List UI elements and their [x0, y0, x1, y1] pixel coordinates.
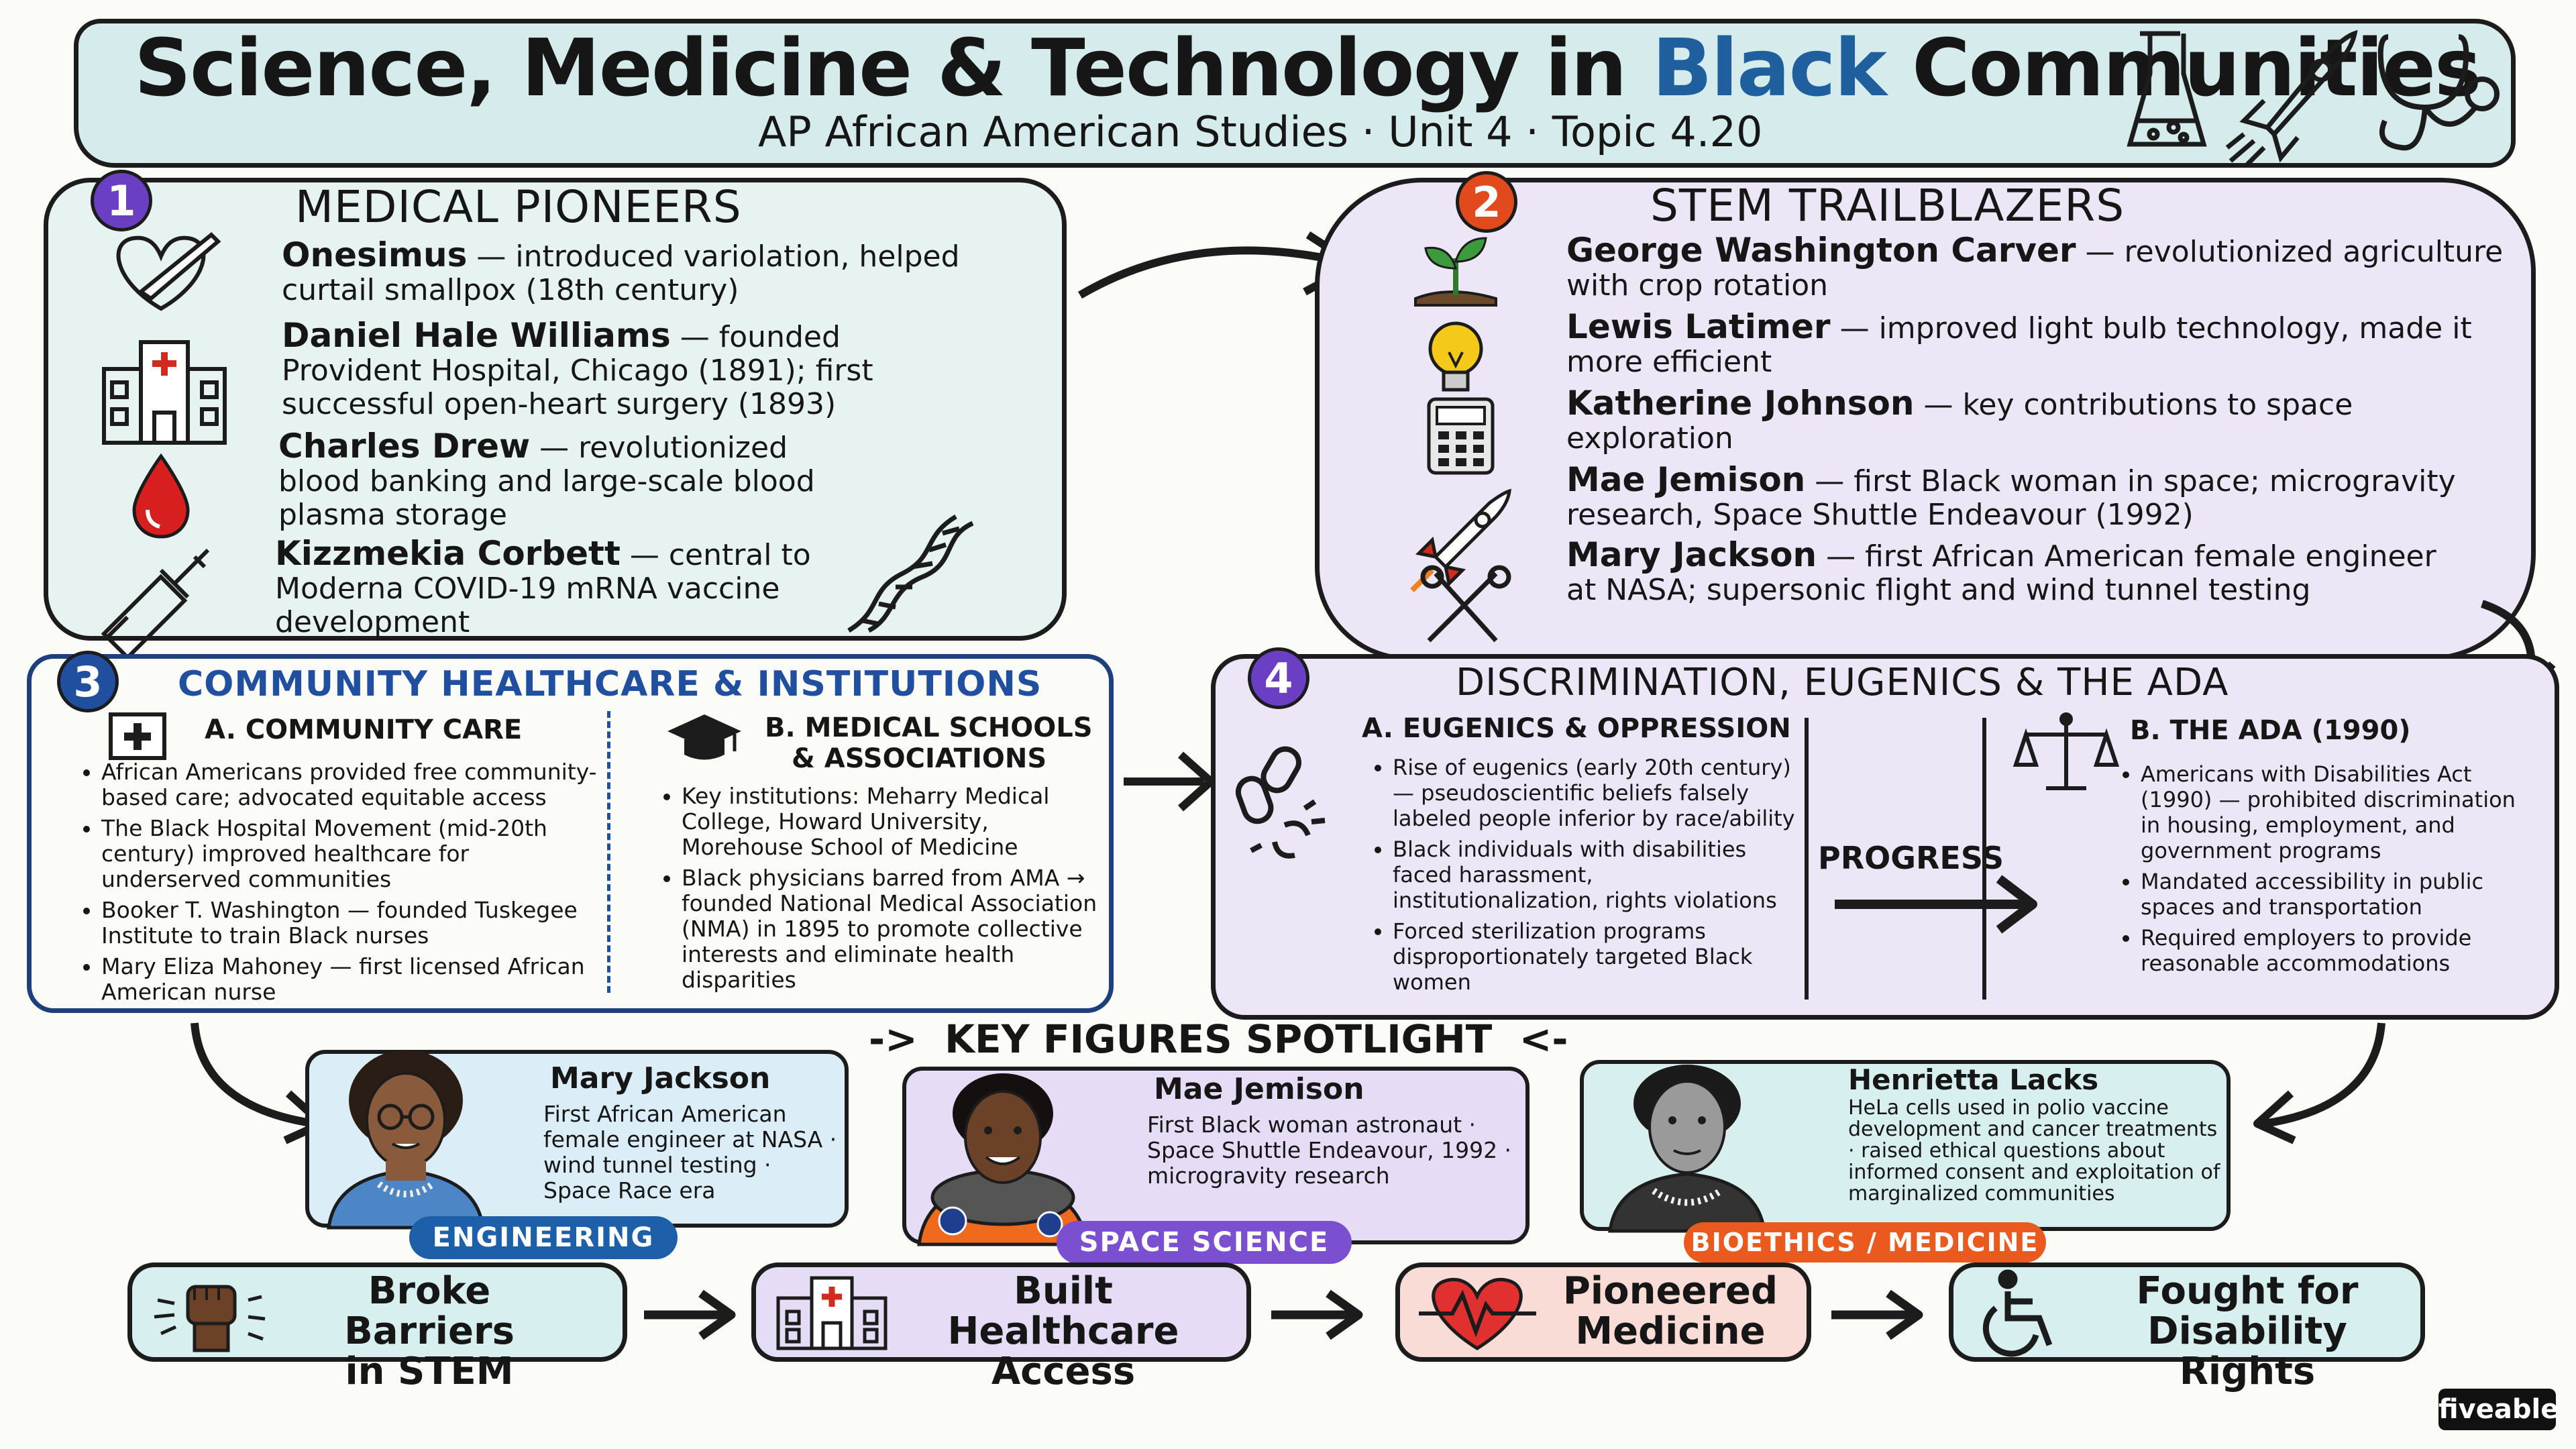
list-item: Required employers to provide reasonable…: [2141, 925, 2532, 976]
hospital-icon: [776, 1276, 888, 1350]
broken-chain-icon: [1235, 746, 1326, 859]
spotlight-title: -> KEY FIGURES SPOTLIGHT <-: [869, 1016, 1568, 1062]
dna-icon: [847, 514, 974, 633]
scales-icon: [2012, 712, 2120, 790]
heart-thermometer-icon: [116, 231, 221, 311]
column-divider: [607, 711, 610, 993]
tag-engineering: ENGINEERING: [409, 1216, 678, 1259]
title-banner: [74, 19, 2516, 168]
section-title-stem-trailblazers: STEM TRAILBLAZERS: [1650, 180, 2125, 231]
section-number-1: 1: [91, 170, 152, 231]
column-divider: [1805, 718, 1809, 1000]
progress-label: PROGRESS: [1818, 840, 2004, 876]
mary-jackson-portrait: [327, 1050, 485, 1230]
entry-mary-jackson: Mary Jackson — first African American fe…: [1566, 535, 2436, 607]
spotlight-name-mae-jemison: Mae Jemison: [1154, 1072, 1364, 1106]
section-number-3: 3: [57, 651, 119, 712]
entry-george-washington-carver: George Washington Carver — revolutionize…: [1566, 231, 2504, 303]
list-item: Forced sterilization programs disproport…: [1393, 918, 1798, 995]
section1-icons: [101, 231, 227, 661]
wheelchair-icon: [1982, 1269, 2053, 1357]
section-number-2: 2: [1456, 171, 1517, 233]
community-healthcare-panel: [27, 654, 1114, 1013]
spotlight-desc-henrietta-lacks: HeLa cells used in polio vaccine develop…: [1848, 1096, 2220, 1205]
spotlight-name-henrietta-lacks: Henrietta Lacks: [1848, 1063, 2099, 1096]
page-subtitle: AP African American Studies · Unit 4 · T…: [758, 107, 1763, 156]
stethoscope-icon: [2377, 34, 2500, 151]
community-care-heading: A. COMMUNITY CARE: [205, 714, 523, 745]
spotlight-name-mary-jackson: Mary Jackson: [550, 1061, 771, 1095]
tag-bioethics-medicine: BIOETHICS / MEDICINE: [1684, 1222, 2046, 1263]
ada-list: Americans with Disabilities Act (1990) —…: [2116, 761, 2532, 981]
list-item: Black individuals with disabilities face…: [1393, 837, 1798, 913]
section-title-discrimination-ada: DISCRIMINATION, EUGENICS & THE ADA: [1456, 661, 2229, 704]
entry-katherine-johnson: Katherine Johnson — key contributions to…: [1566, 384, 2353, 455]
blood-drop-icon: [132, 453, 190, 539]
community-care-list: African Americans provided free communit…: [77, 759, 600, 1010]
section-number-4: 4: [1248, 647, 1309, 709]
ada-heading: B. THE ADA (1990): [2130, 715, 2411, 746]
list-item: Booker T. Washington — founded Tuskegee …: [101, 898, 600, 949]
list-item: Key institutions: Meharry Medical Colleg…: [682, 784, 1100, 860]
entry-onesimus: Onesimus — introduced variolation, helpe…: [282, 235, 960, 307]
sprout-icon: [1414, 237, 1497, 307]
raised-fist-icon: [154, 1285, 266, 1352]
graduation-cap-icon: [667, 714, 741, 760]
entry-kizzmekia-corbett: Kizzmekia Corbett — central to Moderna C…: [275, 534, 811, 639]
syringe-icon: [101, 548, 210, 661]
hospital-icon: [102, 340, 227, 445]
heartbeat-icon: [1419, 1277, 1536, 1350]
entry-daniel-hale-williams: Daniel Hale Williams — founded Provident…: [282, 316, 873, 421]
eugenics-list: Rise of eugenics (early 20th century) — …: [1368, 755, 1798, 1000]
list-item: African Americans provided free communit…: [101, 759, 600, 810]
arrow-to-henrietta-lacks-card: [2253, 1022, 2385, 1144]
column-divider: [1982, 718, 1986, 1000]
list-item: The Black Hospital Movement (mid-20th ce…: [101, 816, 600, 892]
medical-cross-icon: [109, 712, 166, 760]
spotlight-desc-mae-jemison: First Black woman astronaut · Space Shut…: [1147, 1112, 1512, 1189]
entry-mae-jemison: Mae Jemison — first Black woman in space…: [1566, 460, 2456, 532]
medical-schools-list: Key institutions: Meharry Medical Colleg…: [657, 784, 1100, 998]
section-title-community-healthcare: COMMUNITY HEALTHCARE & INSTITUTIONS: [178, 664, 1042, 704]
fiveable-logo[interactable]: fiveable: [2438, 1389, 2559, 1430]
progress-arrow: [1835, 875, 2037, 934]
flow-arrow-3: [1831, 1289, 1923, 1340]
rocket-icon: [2225, 30, 2358, 166]
header-icons: [2127, 30, 2500, 166]
mae-jemison-portrait: [917, 1073, 1089, 1246]
lightbulb-icon: [1428, 321, 1483, 392]
calculator-icon: [1427, 397, 1495, 475]
flask-icon: [2127, 31, 2207, 147]
eugenics-heading: A. EUGENICS & OPPRESSION: [1362, 713, 1791, 744]
list-item: Rise of eugenics (early 20th century) — …: [1393, 755, 1798, 831]
tools-icon: [1420, 565, 1511, 643]
spotlight-desc-mary-jackson: First African American female engineer a…: [543, 1101, 837, 1203]
section2-icons: [1410, 237, 1511, 643]
list-item: Mandated accessibility in public spaces …: [2141, 869, 2532, 920]
list-item: Mary Eliza Mahoney — first licensed Afri…: [101, 954, 600, 1005]
entry-charles-drew: Charles Drew — revolutionized blood bank…: [278, 427, 815, 532]
discrimination-ada-panel: [1211, 654, 2559, 1020]
list-item: Americans with Disabilities Act (1990) —…: [2141, 761, 2532, 863]
section-title-medical-pioneers: MEDICAL PIONEERS: [295, 181, 742, 233]
flow-arrow-2: [1271, 1289, 1363, 1340]
rocket-icon: [1410, 488, 1511, 592]
tag-space-science: SPACE SCIENCE: [1057, 1221, 1352, 1264]
flow-arrow-1: [644, 1289, 736, 1340]
list-item: Black physicians barred from AMA → found…: [682, 865, 1100, 993]
entry-lewis-latimer: Lewis Latimer — improved light bulb tech…: [1566, 307, 2472, 379]
stem-trailblazers-panel: [1315, 178, 2536, 661]
arrow-3-to-4: [1124, 751, 1215, 812]
henrietta-lacks-portrait: [1608, 1065, 1766, 1233]
medical-schools-heading: B. MEDICAL SCHOOLS & ASSOCIATIONS: [765, 712, 1093, 774]
